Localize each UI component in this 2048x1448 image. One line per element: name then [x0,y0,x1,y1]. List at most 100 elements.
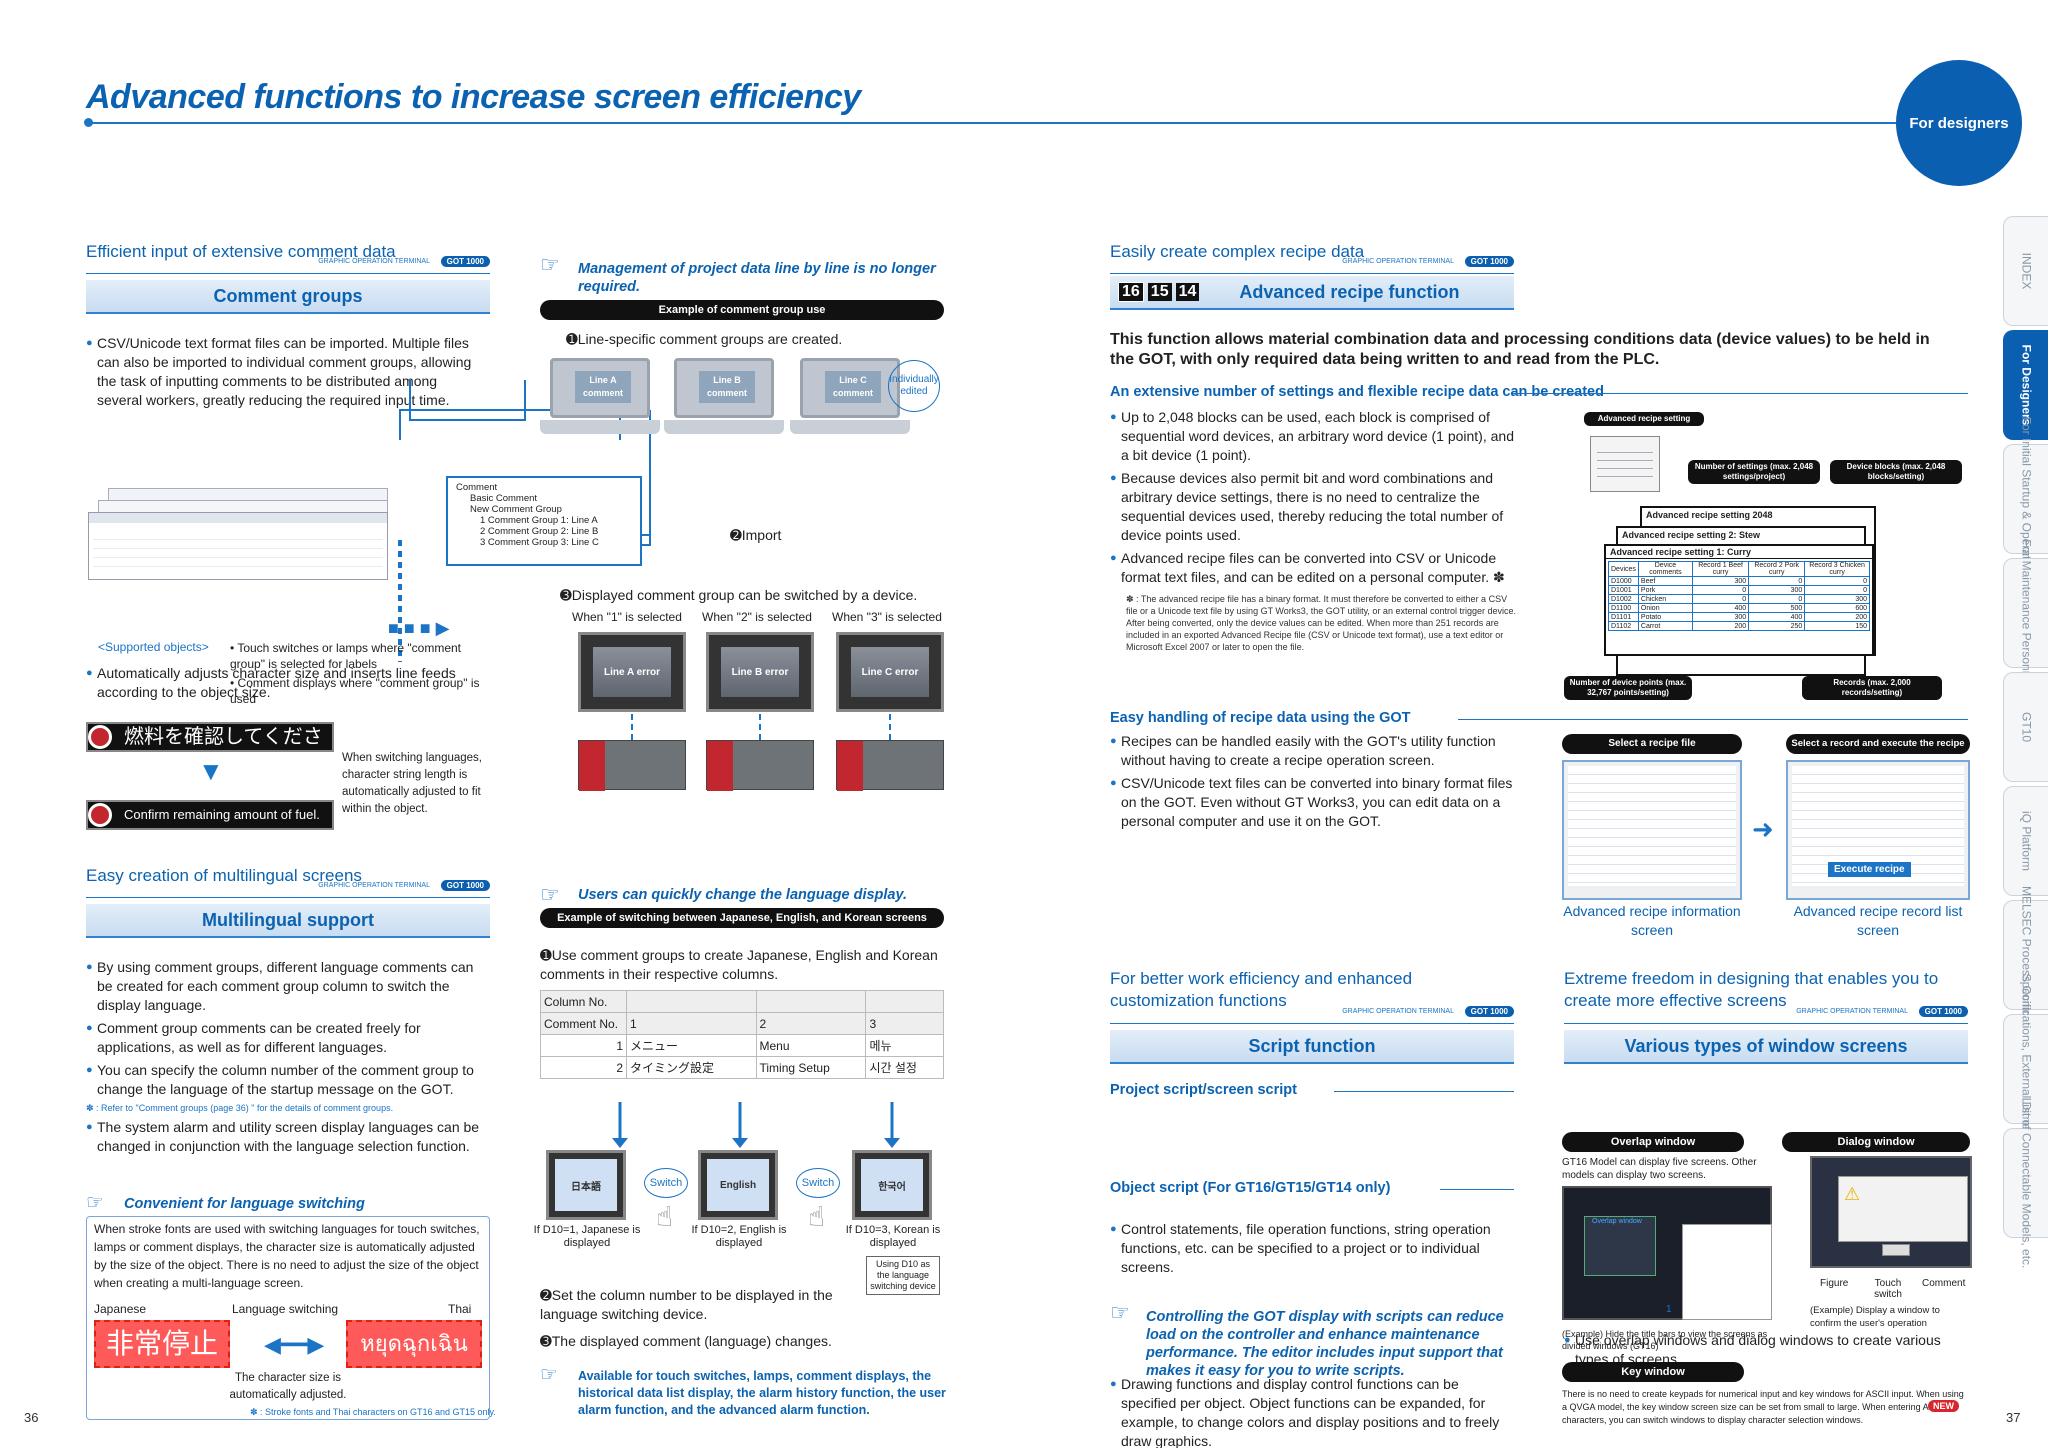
dashed-link [759,714,761,740]
lang-arrows [612,1102,900,1148]
pointing-hand-icon: ☞ [1110,1300,1130,1325]
warning-lamp-icon [88,803,112,827]
tab-initial-startup[interactable]: For Initial Startup & Operations [2003,417,2048,581]
gt14-badge: 14 [1175,283,1200,301]
title-rule [86,122,1986,124]
tab-for-designers[interactable]: For Designers [2003,330,2048,440]
tab-melsec-process[interactable]: MELSEC Process Control [2003,886,2048,1024]
stroke-note: ✽ : Stroke fonts and Thai characters on … [250,1407,496,1417]
recipe-sub1: An extensive number of settings and flex… [1110,384,1604,400]
device-blocks-label: Device blocks (max. 2,048 blocks/setting… [1830,460,1962,484]
touch-switch-label: Touch switch [1874,1278,1902,1300]
lang-step1: ➊Use comment groups to create Japanese, … [540,947,938,982]
windows-heading: Extreme freedom in designing that enable… [1564,969,1939,1010]
arrow-down-icon: ▼ [198,756,224,786]
japanese-label: Japanese [94,1302,147,1316]
figure-label: Figure [1820,1278,1849,1289]
overlap-note: GT16 Model can display five screens. Oth… [1562,1157,1757,1181]
sub-rule [1512,393,1968,394]
script-sub2: Object script (For GT16/GT15/GT14 only) [1110,1180,1391,1196]
gt16-badge: 16 [1118,282,1144,302]
dashed-link [631,714,633,740]
gt15-badge: 15 [1147,283,1172,301]
individually-edited-bubble: Individually edited [888,360,940,412]
page-title: Advanced functions to increase screen ef… [86,78,861,116]
num-settings-label: Number of settings (max. 2,048 settings/… [1688,460,1820,484]
overlap-pill: Overlap window [1562,1132,1744,1152]
key-window-pill: Key window [1562,1362,1744,1382]
double-arrow-icon: ◀━━▶ [264,1332,325,1357]
cap-info: Advanced recipe information screen [1563,903,1741,938]
recipe-handling-bullets: Recipes can be handled easily with the G… [1110,732,1520,831]
got-screen-a: Line A error [578,632,686,712]
device-points-label: Number of device points (max. 32,767 poi… [1564,676,1692,700]
switch-button-1[interactable]: Switch [644,1168,688,1198]
lang-switch-label: Language switching [232,1302,339,1316]
records-label: Records (max. 2,000 records/setting) [1802,676,1942,700]
sub-rule [1440,1189,1514,1190]
lang-step2: ➋Set the column number to be displayed i… [540,1287,833,1322]
tab-gt10[interactable]: GT10 [2003,672,2048,782]
script-bar: Script function [1110,1030,1514,1064]
comment-label: Comment [1922,1278,1966,1289]
script-sub1: Project script/screen script [1110,1082,1297,1098]
supported-label: <Supported objects> [98,640,209,654]
pointing-hand-icon: ☞ [540,252,560,277]
recipe-setting-1-frame: Advanced recipe setting 1: Curry Devices… [1604,544,1874,656]
available-note: Available for touch switches, lamps, com… [578,1369,946,1417]
tab-connectable-models[interactable]: List of Connectable Models, etc. [2003,1098,2048,1268]
tab-index[interactable]: INDEX [2003,216,2048,326]
got-screen-c: Line C error [836,632,944,712]
page-number-right: 37 [2006,1410,2021,1425]
multilingual-section: Easy creation of multilingual screens GR… [86,866,490,938]
convenient-box [86,1216,490,1420]
supported-2: • Comment displays where "comment group"… [230,676,480,706]
multi-heading: Easy creation of multilingual screens [86,866,362,885]
comment-heading: Efficient input of extensive comment dat… [86,242,396,261]
recipe-intro: This function allows material combinatio… [1110,331,1930,368]
windows-section: Extreme freedom in designing that enable… [1564,968,1968,1064]
thai-label: Thai [448,1302,472,1316]
switch-button-2[interactable]: Switch [796,1168,840,1198]
overlap-example: (Example) Hide the title bars to view th… [1562,1329,1768,1351]
if-english: If D10=2, English is displayed [691,1224,787,1249]
execute-recipe-button[interactable]: Execute recipe [1828,862,1911,877]
sub-rule [1334,1091,1514,1092]
script-b2: Drawing functions and display control fu… [1110,1375,1514,1448]
windows-bar: Various types of window screens [1564,1030,1968,1064]
sub-rule [1458,719,1968,720]
tab-specifications[interactable]: Specifications, External Dimensions [2003,974,2048,1164]
dialog-pill: Dialog window [1782,1132,1970,1152]
selected-2: When "2" is selected [702,610,812,624]
recipe-info-screen [1562,760,1742,900]
finger-tap-icon: ☝ [808,1201,826,1232]
jp-label-shot: 燃料を確認してください。 [86,722,334,774]
selected-1: When "1" is selected [572,610,682,624]
got-korean: 한국어 [852,1150,932,1220]
for-designers-badge: For designers [1896,60,2022,186]
laptop-line-a: Line A comment [540,358,660,446]
pointing-hand-icon: ☞ [86,1192,104,1214]
comment-p1: CSV/Unicode text format files can be imp… [86,334,486,410]
if-korean: If D10=3, Korean is displayed [845,1224,941,1249]
comment-groups-bar: Comment groups [86,280,490,314]
arrow-right-icon: ➜ [1752,814,1774,844]
mgmt-step1: ➊Line-specific comment groups are create… [566,331,843,347]
mgmt-step3: ➌Displayed comment group can be switched… [560,587,918,603]
recipe-bullets: Up to 2,048 blocks can be used, each blo… [1110,408,1520,653]
page-number-left: 36 [24,1410,39,1425]
tab-maintenance[interactable]: For Maintenance Personnel [2003,539,2048,687]
select-file-pill: Select a recipe file [1562,734,1742,754]
script-heading: For better work efficiency and enhanced … [1110,969,1413,1010]
plc-unit-c [836,740,944,791]
tab-iq-platform[interactable]: iQ Platform [2003,786,2048,896]
script-section: For better work efficiency and enhanced … [1110,968,1514,1064]
supported-1: • Touch switches or lamps where "comment… [230,641,461,671]
dashed-link [889,714,891,740]
recipe-bar: 16 15 14 Advanced recipe function [1110,276,1514,310]
